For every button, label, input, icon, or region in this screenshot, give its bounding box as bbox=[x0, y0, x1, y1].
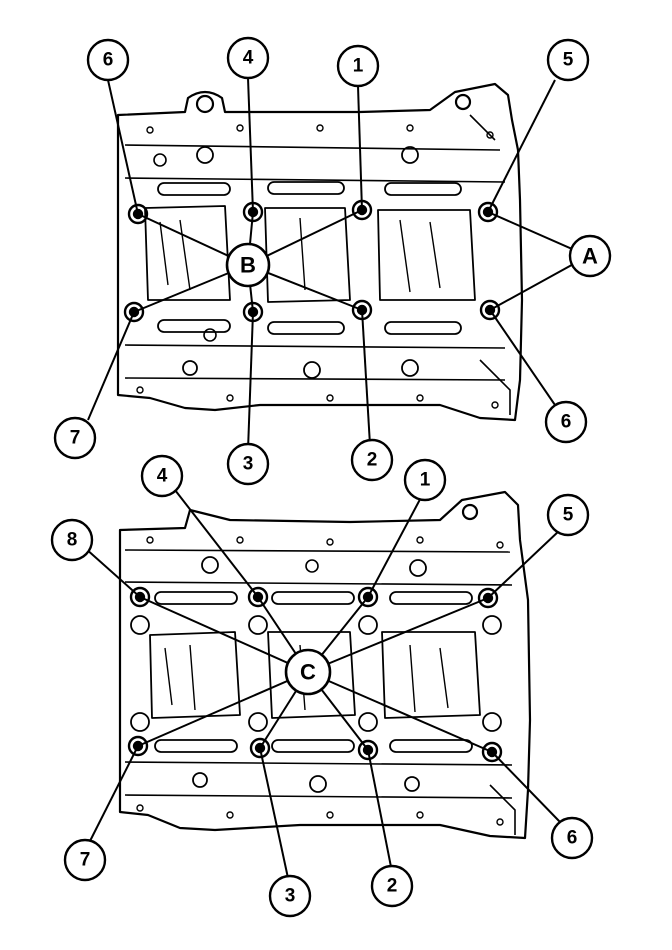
callout-1-bottom-view: 1 bbox=[403, 458, 447, 502]
top-engine-block bbox=[116, 82, 524, 422]
callout-3-bottom-view: 3 bbox=[268, 874, 312, 918]
callout-circle-icon bbox=[53, 416, 97, 460]
callout-b: B bbox=[225, 242, 271, 288]
callout-circle-icon bbox=[63, 838, 107, 882]
callout-1-top-view: 1 bbox=[336, 44, 380, 88]
bolt-icon bbox=[481, 741, 503, 763]
callout-circle-icon bbox=[550, 816, 594, 860]
bolt-icon bbox=[479, 299, 501, 321]
callout-label: 6 bbox=[561, 412, 572, 433]
callout-label: C bbox=[300, 660, 316, 685]
callout-label: 5 bbox=[563, 50, 574, 71]
top-block-outline bbox=[116, 82, 524, 422]
callout-2-bottom-view: 2 bbox=[370, 864, 414, 908]
top-bolt-group bbox=[123, 199, 501, 323]
bottom-bolt-group bbox=[127, 586, 503, 763]
callout-circle-icon bbox=[226, 36, 270, 80]
callout-label: 3 bbox=[243, 454, 254, 475]
callout-label: 7 bbox=[70, 428, 81, 449]
callout-circle-icon bbox=[546, 38, 590, 82]
callout-5-bottom-view: 5 bbox=[546, 493, 590, 537]
callout-circle-icon bbox=[140, 454, 184, 498]
callout-label: 7 bbox=[80, 850, 91, 871]
callout-label: 4 bbox=[157, 466, 168, 487]
bolt-icon bbox=[477, 587, 499, 609]
callout-a: A bbox=[568, 234, 612, 278]
callout-label: 8 bbox=[67, 530, 78, 551]
top-callouts: 6 4 1 5 B A 7 3 bbox=[53, 36, 612, 486]
bolt-icon bbox=[129, 586, 151, 608]
callout-label: 5 bbox=[563, 505, 574, 526]
callout-circle-icon bbox=[544, 400, 588, 444]
callout-circle-icon bbox=[546, 493, 590, 537]
bolt-icon bbox=[357, 586, 379, 608]
callout-label: 3 bbox=[285, 886, 296, 907]
callout-circle-icon bbox=[268, 874, 312, 918]
callout-circle-icon bbox=[403, 458, 447, 502]
bolt-icon bbox=[247, 586, 269, 608]
callout-label: A bbox=[582, 244, 598, 269]
callout-4-top-view: 4 bbox=[226, 36, 270, 80]
bolt-icon bbox=[123, 301, 145, 323]
bolt-icon bbox=[249, 737, 271, 759]
bolt-icon bbox=[127, 203, 149, 225]
callout-circle-icon bbox=[568, 234, 612, 278]
callout-label: 6 bbox=[567, 828, 578, 849]
callout-circle-icon bbox=[350, 438, 394, 482]
callout-circle-icon bbox=[226, 442, 270, 486]
callout-label: 1 bbox=[353, 56, 364, 77]
callout-6-top-view-bottom: 6 bbox=[544, 400, 588, 444]
bottom-block-outline bbox=[118, 490, 532, 840]
callout-circle-icon bbox=[284, 648, 332, 696]
callout-c: C bbox=[284, 648, 332, 696]
callout-label: B bbox=[240, 253, 256, 278]
callout-label: 6 bbox=[103, 50, 114, 71]
bottom-callouts: 8 4 1 5 C 7 3 2 bbox=[50, 454, 594, 918]
callout-circle-icon bbox=[86, 38, 130, 82]
callout-circle-icon bbox=[370, 864, 414, 908]
bolt-icon bbox=[127, 735, 149, 757]
callout-label: 2 bbox=[367, 450, 378, 471]
callout-7-bottom-view: 7 bbox=[63, 838, 107, 882]
top-leader-lines bbox=[87, 77, 589, 451]
callout-circle-icon bbox=[50, 518, 94, 562]
callout-7-top-view: 7 bbox=[53, 416, 97, 460]
callout-circle-icon bbox=[336, 44, 380, 88]
callout-6-bottom-view: 6 bbox=[550, 816, 594, 860]
bolt-icon bbox=[357, 739, 379, 761]
callout-circle-icon bbox=[225, 242, 271, 288]
callout-8-bottom-view: 8 bbox=[50, 518, 94, 562]
callout-label: 2 bbox=[387, 876, 398, 897]
callout-6-top-view: 6 bbox=[86, 38, 130, 82]
callout-5-top-view: 5 bbox=[546, 38, 590, 82]
callout-3-top-view: 3 bbox=[226, 442, 270, 486]
callout-2-top-view: 2 bbox=[350, 438, 394, 482]
callout-4-bottom-view: 4 bbox=[140, 454, 184, 498]
bolt-icon bbox=[477, 201, 499, 223]
callout-label: 1 bbox=[420, 470, 431, 491]
callout-label: 4 bbox=[243, 48, 254, 69]
